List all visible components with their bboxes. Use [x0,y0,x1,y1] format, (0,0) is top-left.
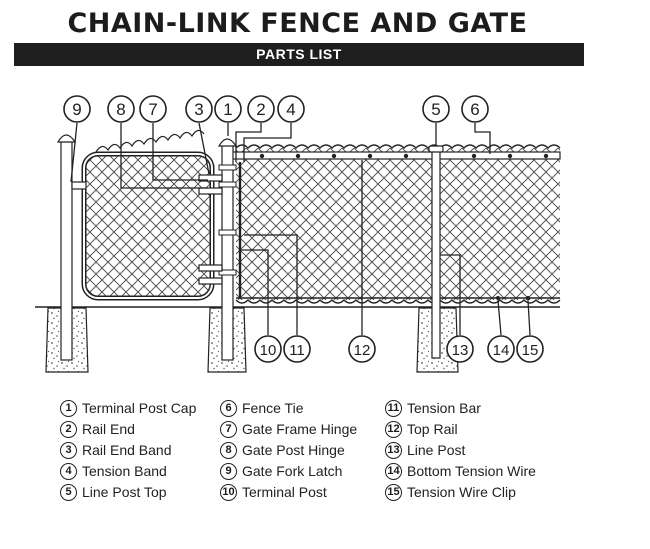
page-title: CHAIN-LINK FENCE AND GATE [67,8,528,39]
legend-label: Line Post [407,442,466,458]
legend-label: Terminal Post [242,484,327,500]
callout-2: 2 [247,95,275,123]
callout-11: 11 [283,335,311,363]
legend-item-8: 8 Gate Post Hinge [220,440,345,460]
legend-number: 9 [220,462,237,480]
callout-14: 14 [487,335,515,363]
legend-item-4: 4 Tension Band [60,461,167,481]
legend-item-1: 1 Terminal Post Cap [60,398,196,418]
legend-number: 5 [60,483,77,501]
legend-label: Tension Band [82,463,167,479]
svg-text:9: 9 [72,100,81,119]
legend-label: Tension Wire Clip [407,484,516,500]
callout-13: 13 [446,335,474,363]
callout-6: 6 [461,95,489,123]
legend-item-11: 11 Tension Bar [385,398,481,418]
legend-number: 3 [60,441,77,459]
legend-label: Rail End Band [82,442,172,458]
svg-text:1: 1 [223,100,232,119]
legend-item-9: 9 Gate Fork Latch [220,461,342,481]
svg-text:5: 5 [431,100,440,119]
callout-8: 8 [107,95,135,123]
legend-label: Terminal Post Cap [82,400,197,416]
legend-label: Gate Fork Latch [242,463,343,479]
callout-4: 4 [277,95,305,123]
svg-text:11: 11 [289,342,305,359]
legend-number: 1 [60,399,77,417]
callout-3: 3 [185,95,213,123]
legend-item-7: 7 Gate Frame Hinge [220,419,357,439]
legend-number: 4 [60,462,77,480]
svg-text:13: 13 [452,342,469,359]
legend-number: 7 [220,420,237,438]
legend-item-5: 5 Line Post Top [60,482,167,502]
gate-frame [71,129,223,301]
legend-item-3: 3 Rail End Band [60,440,172,460]
svg-text:8: 8 [116,100,125,119]
legend-label: Rail End [82,421,135,437]
legend-item-10: 10 Terminal Post [220,482,327,502]
legend-number: 12 [385,420,402,438]
callout-9: 9 [63,95,91,123]
legend-number: 11 [385,399,402,417]
svg-text:10: 10 [260,342,277,359]
legend-label: Gate Post Hinge [242,442,345,458]
parts-list-header: PARTS LIST [14,43,584,66]
legend-label: Bottom Tension Wire [407,463,536,479]
legend-item-12: 12 Top Rail [385,419,458,439]
svg-text:7: 7 [148,100,157,119]
svg-text:2: 2 [256,100,265,119]
legend-item-15: 15 Tension Wire Clip [385,482,516,502]
legend-number: 15 [385,483,402,501]
legend-number: 8 [220,441,237,459]
legend-item-2: 2 Rail End [60,419,135,439]
legend-label: Gate Frame Hinge [242,421,358,437]
callout-15: 15 [516,335,544,363]
svg-text:14: 14 [493,342,510,359]
legend-label: Fence Tie [242,400,304,416]
callout-10: 10 [254,335,282,363]
legend-number: 14 [385,462,402,480]
callout-12: 12 [348,335,376,363]
callout-5: 5 [422,95,450,123]
legend-number: 2 [60,420,77,438]
callout-1: 1 [214,95,242,123]
svg-text:12: 12 [354,342,371,359]
svg-text:4: 4 [286,100,295,119]
legend-label: Line Post Top [82,484,167,500]
callout-7: 7 [139,95,167,123]
legend-number: 10 [220,483,237,501]
legend-number: 6 [220,399,237,417]
leader-lines [70,122,531,336]
fence-mesh [235,144,561,304]
line-post [428,145,444,359]
svg-text:3: 3 [194,100,203,119]
concrete-footings [45,307,459,373]
legend-label: Top Rail [407,421,458,437]
legend-number: 13 [385,441,402,459]
legend-item-6: 6 Fence Tie [220,398,303,418]
legend-item-14: 14 Bottom Tension Wire [385,461,536,481]
legend-label: Tension Bar [407,400,481,416]
gate-post [56,134,77,361]
legend-item-13: 13 Line Post [385,440,465,460]
fence-diagram: 9 8 7 3 1 2 4 5 6 10 11 12 [35,95,561,373]
svg-text:6: 6 [470,100,479,119]
svg-text:15: 15 [522,342,539,359]
